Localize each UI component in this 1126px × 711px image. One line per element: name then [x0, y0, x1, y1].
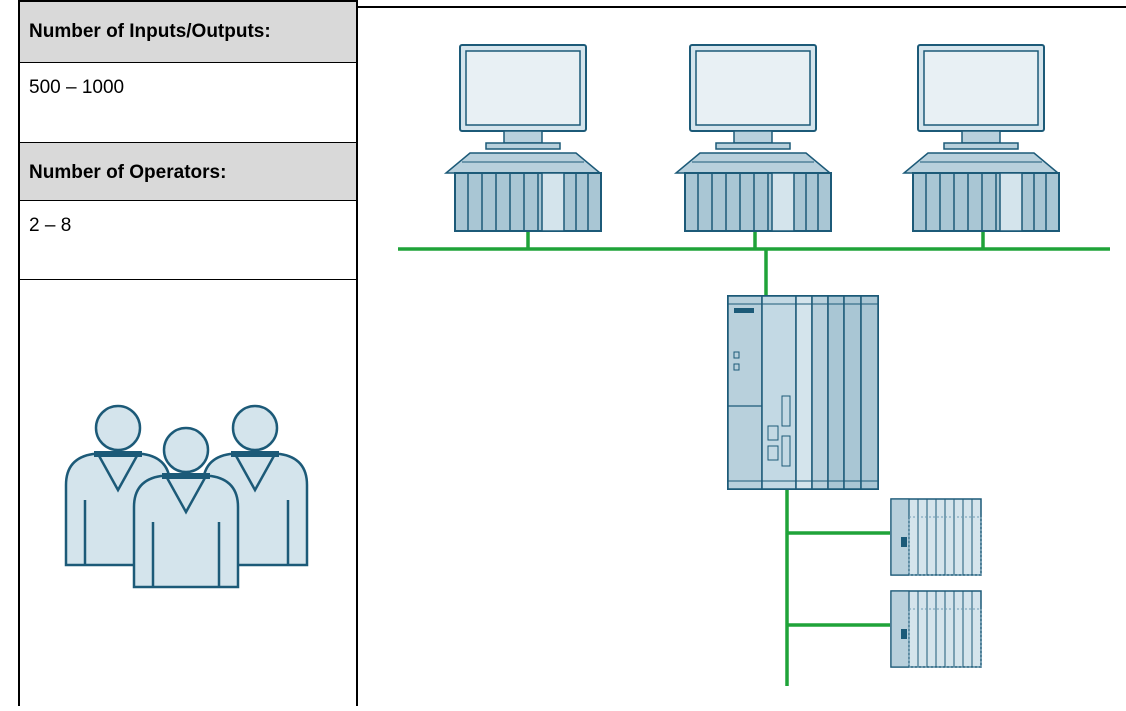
io-count-label: Number of Inputs/Outputs:	[29, 21, 271, 42]
operators-label: Number of Operators:	[29, 162, 227, 183]
network-lines	[398, 232, 1110, 686]
operators-cell: 2 – 8	[20, 201, 356, 280]
operators-illustration-cell	[20, 280, 356, 706]
io-count-cell: 500 – 1000	[20, 63, 356, 143]
operators-group-icon	[20, 280, 356, 706]
io-count-header: Number of Inputs/Outputs:	[20, 0, 356, 63]
io-count-value: 500 – 1000	[29, 77, 125, 98]
operators-header: Number of Operators:	[20, 143, 356, 201]
operator-workstation-icon	[903, 44, 1060, 232]
operator-workstation-icon	[445, 44, 602, 232]
operators-value: 2 – 8	[29, 215, 72, 236]
info-table: Number of Inputs/Outputs: 500 – 1000 Num…	[18, 0, 358, 706]
top-rule	[358, 6, 1126, 8]
distributed-io-icon	[890, 590, 982, 668]
controller-rack-icon	[727, 295, 879, 490]
system-diagram	[398, 44, 1110, 686]
operator-workstation-icon	[675, 44, 832, 232]
distributed-io-icon	[890, 498, 982, 576]
